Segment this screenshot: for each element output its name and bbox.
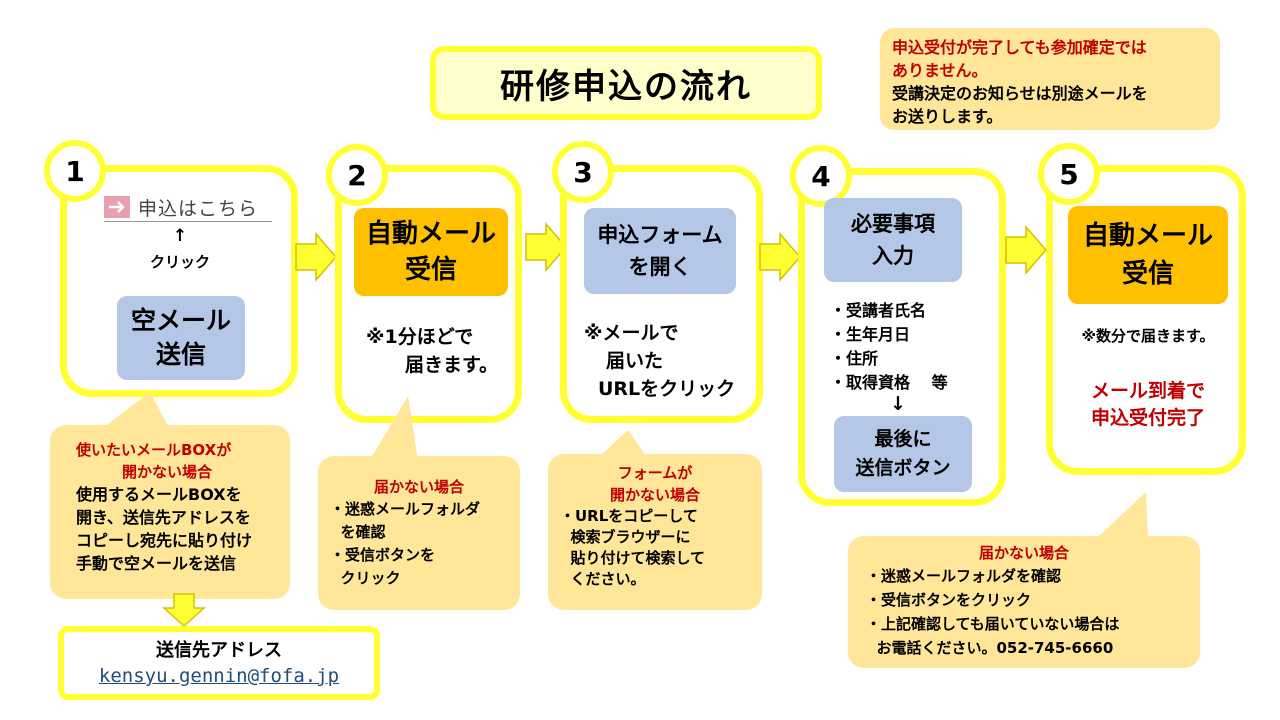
list-item: ・生年月日 bbox=[830, 325, 911, 344]
notice-box: 申込受付が完了しても参加確定では ありません。 受講決定のお知らせは別途メールを… bbox=[880, 28, 1220, 130]
flow-arrow-icon bbox=[1004, 225, 1048, 275]
step-note: ※1分ほどで bbox=[366, 326, 474, 348]
notice-line: お送りします。 bbox=[892, 107, 1003, 126]
up-arrow: ↑ bbox=[172, 226, 188, 246]
flow-arrow-icon bbox=[524, 222, 568, 272]
email-link[interactable]: kensyu.gennin@fofa.jp bbox=[98, 665, 340, 687]
notice-line: 申込受付が完了しても参加確定では bbox=[892, 38, 1147, 57]
callout-body: ・迷惑メールフォルダを確認 ・受信ボタンをクリック ・上記確認しても届いていない… bbox=[866, 567, 1120, 657]
callout-head: フォームが bbox=[617, 464, 693, 482]
input-box: 必要事項 入力 bbox=[824, 198, 962, 282]
notice-line: 受講決定のお知らせは別途メールを bbox=[892, 84, 1148, 103]
box-line: 受信 bbox=[404, 255, 457, 285]
box-line: 入力 bbox=[872, 244, 914, 268]
submit-box: 最後に 送信ボタン bbox=[834, 416, 972, 492]
step-number: 1 bbox=[44, 140, 106, 202]
step-note: ※メールで bbox=[584, 322, 679, 344]
step-note: ※数分で届きます。 bbox=[1081, 327, 1215, 345]
callout-step-1: 使いたいメールBOXが 開かない場合 使用するメールBOXを 開き、送信先アドレ… bbox=[50, 425, 290, 599]
apply-link-label: 申込はこちら bbox=[138, 197, 259, 220]
empty-mail-box: 空メール 送信 bbox=[117, 296, 245, 380]
callout-head: 届かない場合 bbox=[978, 544, 1069, 562]
box-line: 空メール bbox=[130, 306, 231, 335]
step-number: 4 bbox=[790, 145, 852, 207]
apply-link[interactable]: 申込はこちら bbox=[104, 193, 274, 221]
callout-body: ・迷惑メールフォルダ を確認 ・受信ボタンを クリック bbox=[330, 500, 481, 587]
notice-line: ありません。 bbox=[892, 61, 988, 80]
down-arrow-icon bbox=[162, 592, 206, 632]
list-item: ・住所 bbox=[830, 349, 879, 368]
completion-text: メール到着で 申込受付完了 bbox=[1058, 378, 1238, 432]
box-line: を開く bbox=[628, 255, 692, 279]
required-items: ・受講者氏名 ・生年月日 ・住所 ・取得資格 等 bbox=[830, 299, 948, 395]
link-underline bbox=[104, 221, 272, 222]
completion-line: 申込受付完了 bbox=[1090, 407, 1205, 429]
click-label: クリック bbox=[149, 253, 210, 271]
flow-arrow-icon bbox=[294, 232, 338, 282]
completion-line: メール到着で bbox=[1090, 380, 1205, 402]
box-line: 必要事項 bbox=[851, 212, 935, 236]
callout-body: ・URLをコピーして 検索ブラウザーに 貼り付けて検索して ください。 bbox=[560, 507, 705, 588]
step-note: URLをクリック bbox=[598, 378, 736, 400]
auto-mail-box: 自動メール 受信 bbox=[354, 208, 508, 296]
step-note: 届きます。 bbox=[405, 354, 499, 376]
box-line: 申込フォーム bbox=[597, 223, 723, 247]
auto-mail-box: 自動メール 受信 bbox=[1068, 206, 1228, 304]
callout-body: 使用するメールBOXを 開き、送信先アドレスを コピーし宛先に貼り付け 手動で空… bbox=[76, 485, 253, 573]
address-box: 送信先アドレス kensyu.gennin@fofa.jp bbox=[58, 626, 380, 700]
step-number: 5 bbox=[1038, 143, 1100, 205]
callout-head: 開かない場合 bbox=[122, 463, 213, 481]
step-number: 3 bbox=[552, 141, 614, 203]
list-item: ・取得資格 等 bbox=[830, 373, 948, 392]
form-box: 申込フォーム を開く bbox=[584, 208, 736, 294]
box-line: 自動メール bbox=[1082, 221, 1213, 251]
list-item: ・受講者氏名 bbox=[830, 301, 927, 320]
down-arrow: ↓ bbox=[890, 393, 906, 415]
callout-head: 開かない場合 bbox=[609, 486, 700, 504]
box-line: 自動メール bbox=[365, 219, 496, 249]
callout-head: 使いたいメールBOXが bbox=[76, 441, 232, 459]
flow-arrow-icon bbox=[758, 232, 802, 282]
box-line: 送信 bbox=[155, 340, 206, 369]
callout-head: 届かない場合 bbox=[373, 478, 464, 496]
box-line: 送信ボタン bbox=[855, 457, 951, 479]
callout-step-5: 届かない場合 ・迷惑メールフォルダを確認 ・受信ボタンをクリック ・上記確認して… bbox=[848, 536, 1200, 668]
box-line: 受信 bbox=[1121, 259, 1174, 289]
callout-step-2: 届かない場合 ・迷惑メールフォルダ を確認 ・受信ボタンを クリック bbox=[318, 456, 520, 610]
page-title: 研修申込の流れ bbox=[430, 46, 822, 120]
step-number: 2 bbox=[326, 144, 388, 206]
arrow-right-icon bbox=[104, 196, 130, 218]
callout-step-3: フォームが 開かない場合 ・URLをコピーして 検索ブラウザーに 貼り付けて検索… bbox=[548, 454, 762, 610]
step-note: 届いた bbox=[606, 350, 664, 372]
address-label: 送信先アドレス bbox=[156, 640, 282, 661]
box-line: 最後に bbox=[874, 428, 932, 450]
